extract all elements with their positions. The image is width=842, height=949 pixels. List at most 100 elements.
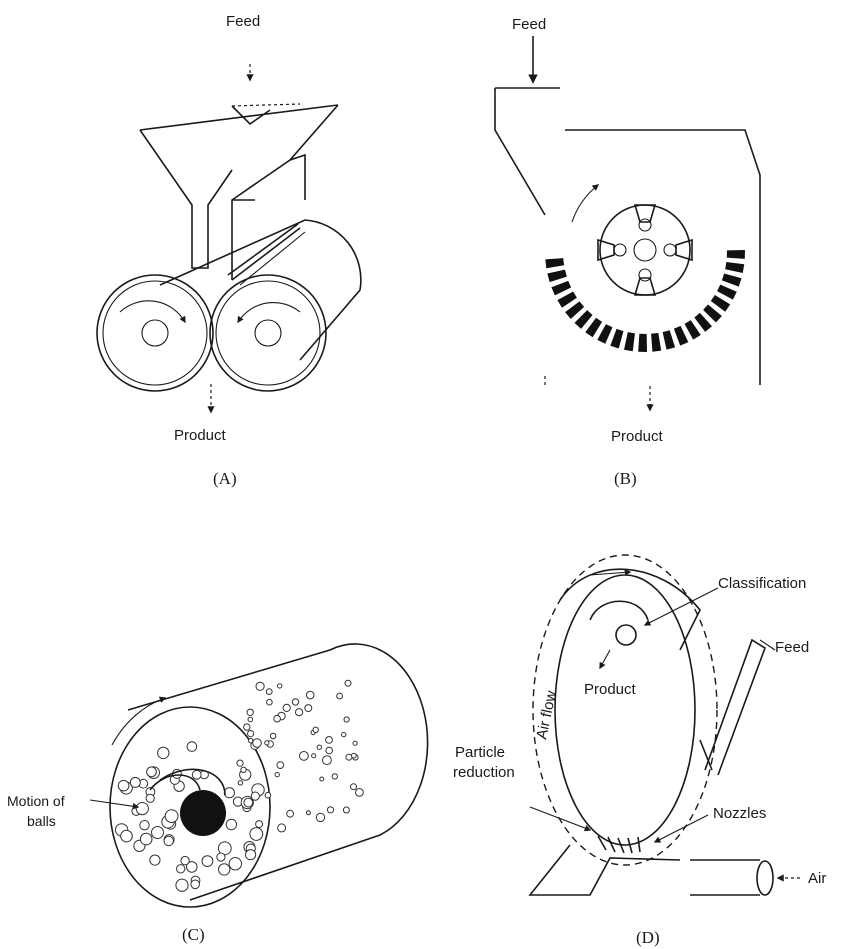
panel-a-feed-label: Feed xyxy=(226,13,260,30)
grinding-ball xyxy=(150,855,160,865)
grinding-ball xyxy=(136,803,148,815)
feed-inlet-tube xyxy=(705,640,765,775)
grinding-ball xyxy=(147,767,157,777)
left-roller xyxy=(97,275,213,391)
nozzles-pointer xyxy=(655,815,708,842)
grinding-ball xyxy=(283,704,290,711)
left-roller-rotation-arrow xyxy=(120,301,185,322)
grinding-ball xyxy=(346,754,352,760)
grinding-ball xyxy=(306,691,314,699)
right-roller xyxy=(210,275,326,391)
mill-base xyxy=(530,845,680,895)
panel-b-caption: (B) xyxy=(614,469,637,488)
grinding-ball xyxy=(323,756,332,765)
grinding-ball xyxy=(146,794,154,802)
inner-chamber xyxy=(555,575,695,845)
panel-d-fluid-energy-mill: Classification Feed Product Air flow Par… xyxy=(453,555,826,947)
breaker-plate xyxy=(557,292,577,308)
grinding-ball xyxy=(248,731,254,737)
panel-c-ball-mill: Motion of balls (C) xyxy=(7,644,428,944)
breaker-plate xyxy=(663,330,675,349)
grinding-ball xyxy=(176,879,188,891)
feed-pointer xyxy=(760,640,775,650)
grinding-ball xyxy=(351,784,357,790)
breaker-plate xyxy=(597,324,612,344)
rotor-rotation-arrow xyxy=(572,185,598,222)
grinding-ball xyxy=(345,680,351,686)
grinding-ball xyxy=(152,827,164,839)
grinding-ball xyxy=(300,752,309,761)
grinding-ball xyxy=(202,856,213,867)
breaker-plate xyxy=(651,333,661,352)
grinding-ball xyxy=(356,789,364,797)
grinding-ball xyxy=(305,705,312,712)
breaker-plate xyxy=(551,281,571,295)
grinding-ball xyxy=(237,760,243,766)
panel-d-particle-label-1: Particle xyxy=(455,744,505,761)
grinding-ball xyxy=(121,830,133,842)
grinding-ball xyxy=(316,813,324,821)
grinding-ball xyxy=(250,828,263,841)
grinding-ball xyxy=(265,741,269,745)
panel-a-caption: (A) xyxy=(213,469,237,488)
breaker-plate xyxy=(725,262,744,273)
rotor xyxy=(572,185,692,295)
grinding-ball xyxy=(267,699,273,705)
grinding-ball xyxy=(248,717,253,722)
classifier-loop-outer xyxy=(560,569,700,650)
grinding-ball xyxy=(256,682,264,690)
panel-c-balls-label-1: Motion of xyxy=(7,793,65,809)
air-inlet-pipe xyxy=(690,860,760,895)
grinding-ball xyxy=(226,819,236,829)
grinding-ball xyxy=(249,739,253,743)
panel-d-caption: (D) xyxy=(636,928,660,947)
panel-a-product-label: Product xyxy=(174,427,227,444)
grinding-ball xyxy=(292,699,298,705)
grinding-ball xyxy=(326,737,333,744)
grinding-ball xyxy=(320,777,324,781)
grinding-ball xyxy=(287,810,294,817)
grinding-ball xyxy=(317,745,321,749)
grinding-ball xyxy=(140,821,149,830)
grinding-ball xyxy=(244,724,250,730)
grinding-ball xyxy=(191,880,200,889)
grinding-ball xyxy=(277,762,284,769)
panel-d-particle-label-2: reduction xyxy=(453,764,515,781)
panel-c-balls-label-2: balls xyxy=(27,813,56,829)
panel-d-product-label: Product xyxy=(584,681,637,698)
ball-mill-axle xyxy=(180,790,226,836)
grinding-ball xyxy=(265,792,271,798)
grinding-ball xyxy=(229,858,241,870)
panel-c-caption: (C) xyxy=(182,925,205,944)
classification-outlet xyxy=(616,625,636,645)
panel-d-air-label: Air xyxy=(808,870,826,887)
panel-d-classification-label: Classification xyxy=(718,575,806,592)
grinding-ball xyxy=(244,798,253,807)
grinding-ball xyxy=(177,865,185,873)
grinding-ball xyxy=(275,772,279,776)
grinding-ball xyxy=(253,739,262,748)
grinding-ball xyxy=(158,747,169,758)
grinding-ball xyxy=(118,780,129,791)
breaker-plates xyxy=(545,250,745,352)
breaker-plate xyxy=(717,285,737,300)
grinding-ball xyxy=(278,684,282,688)
grinding-ball xyxy=(343,807,349,813)
particle-reduction-pointer xyxy=(530,807,590,830)
breaker-plate xyxy=(685,320,701,340)
classification-pointer xyxy=(645,588,718,625)
grinding-ball xyxy=(353,741,357,745)
panel-b-feed-label: Feed xyxy=(512,16,546,33)
panel-d-nozzles-label: Nozzles xyxy=(713,805,766,822)
grinding-ball xyxy=(312,754,316,758)
grinding-ball xyxy=(306,811,310,815)
grinding-ball xyxy=(238,781,242,785)
grinding-ball xyxy=(247,709,253,715)
grinding-ball xyxy=(342,732,346,736)
grinding-ball xyxy=(165,810,178,823)
drum-rotation-arrow xyxy=(112,698,165,745)
grinding-ball xyxy=(251,792,259,800)
grinding-ball xyxy=(164,836,173,845)
grinding-ball xyxy=(296,709,303,716)
